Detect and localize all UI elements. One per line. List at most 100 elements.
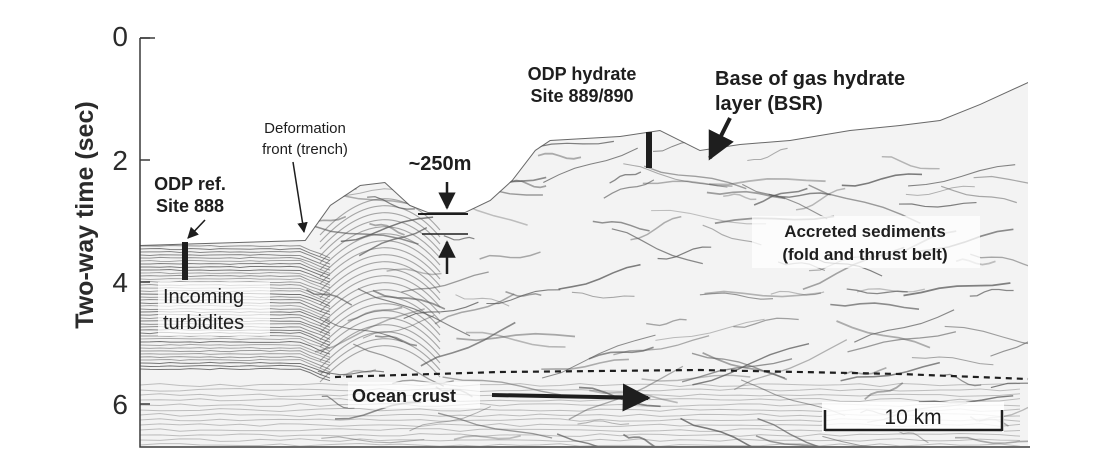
seismic-reflector — [830, 302, 920, 311]
seismic-reflector — [881, 155, 940, 170]
seismic-reflector — [847, 331, 957, 353]
seismic-reflector — [642, 180, 733, 187]
seismic-reflector — [319, 289, 441, 327]
seismic-reflector — [414, 185, 456, 194]
seismic-reflector — [455, 294, 510, 307]
seismic-reflector — [641, 374, 751, 382]
seismic-reflector — [680, 417, 761, 446]
ocean-crust-arrow — [491, 383, 651, 412]
seismic-reflector — [140, 256, 331, 271]
seismic-reflector — [856, 288, 925, 293]
seismic-reflector — [990, 319, 1028, 357]
seismic-reflector — [140, 269, 331, 283]
seismic-reflector — [319, 219, 441, 257]
seismic-reflector — [943, 373, 982, 387]
odp-ref-label-line2: Site 888 — [156, 196, 224, 216]
seismic-reflector — [319, 303, 441, 341]
seismic-reflector — [140, 277, 331, 292]
accreted-sediments-annotation: Accreted sediments (fold and thrust belt… — [752, 216, 980, 268]
seismic-reflector — [140, 347, 331, 361]
seismic-reflector — [140, 247, 331, 262]
seismic-reflector — [571, 291, 635, 299]
seismic-reflector — [699, 292, 774, 300]
seismic-reflector — [537, 152, 582, 160]
odp-ref-pointer-arrow — [187, 219, 206, 239]
seismic-reflector — [846, 288, 908, 295]
seismic-reflector — [140, 443, 1021, 446]
seismic-reflector — [770, 290, 825, 296]
turbidites-label-backdrop — [158, 282, 270, 336]
seismic-reflector — [733, 339, 848, 391]
seismic-reflector — [140, 262, 331, 276]
seismic-reflector — [140, 367, 331, 382]
seismic-reflector — [140, 244, 331, 259]
seismic-reflector — [140, 438, 1021, 442]
thickness-annotation: ~250m — [409, 153, 472, 274]
seismic-reflector — [704, 290, 821, 298]
seismic-reflector — [822, 435, 935, 446]
y-axis: 0 2 4 6 Two-way time (sec) — [71, 21, 150, 420]
seismic-reflector — [702, 352, 788, 381]
seismic-reflector — [140, 433, 1021, 437]
seismic-reflector — [140, 250, 331, 265]
odp-hydrate-site-annotation: ODP hydrate Site 889/890 — [528, 64, 652, 168]
seismic-reflector — [657, 246, 712, 260]
turbidites-annotation: Incoming turbidites — [158, 282, 270, 336]
seismic-reflector — [897, 430, 929, 444]
seismic-reflector — [319, 345, 441, 383]
seismic-reflector — [613, 335, 710, 356]
seismic-reflector — [140, 343, 331, 358]
seismic-reflector — [577, 420, 630, 426]
seismic-reflector — [970, 253, 1028, 269]
seismic-reflector — [306, 289, 353, 306]
seismic-reflector — [854, 309, 955, 343]
seismic-reflector — [486, 289, 561, 305]
seismic-reflector — [558, 263, 641, 290]
odp-ref-label-line1: ODP ref. — [154, 174, 226, 194]
seismic-reflector — [319, 254, 441, 292]
seismic-reflector — [864, 382, 904, 400]
accreted-label-line1: Accreted sediments — [784, 222, 946, 241]
turbidites-label-line2: turbidites — [163, 312, 244, 334]
thickness-label: ~250m — [409, 153, 472, 175]
seismic-reflector — [630, 215, 682, 241]
seismic-reflector — [611, 228, 703, 265]
seismic-reflector — [319, 317, 441, 355]
seismic-reflector — [505, 290, 542, 297]
seismic-reflector — [140, 271, 331, 286]
seismic-reflector — [140, 349, 331, 363]
odp-hydrate-label-line2: Site 889/890 — [530, 86, 633, 106]
y-axis-line — [139, 38, 1030, 448]
seismic-reflector — [319, 282, 441, 320]
seismic-reflector — [319, 324, 441, 362]
seismic-reflector — [310, 179, 357, 190]
seismic-reflector — [742, 183, 828, 220]
ocean-crust-annotation: Ocean crust — [334, 368, 1029, 412]
seismic-reflector — [409, 406, 491, 432]
seismic-reflector — [314, 308, 425, 353]
seismic-reflector — [747, 147, 788, 162]
odp-hydrate-borehole-marker — [646, 132, 652, 168]
seismic-reflector — [340, 216, 434, 243]
seismic-reflector — [319, 247, 441, 285]
seismic-reflector — [723, 193, 757, 201]
accreted-label-line2: (fold and thrust belt) — [782, 245, 947, 264]
seismic-reflector — [443, 235, 475, 241]
seismic-reflector — [140, 398, 1021, 402]
seismic-reflector — [757, 417, 856, 446]
seismic-reflector — [420, 321, 516, 367]
y-tick-label: 0 — [112, 21, 128, 52]
seismic-reflector — [709, 178, 826, 186]
seismic-reflector — [643, 165, 747, 190]
seismic-reflector — [367, 196, 415, 210]
seismic-reflector — [692, 343, 810, 386]
seismic-reflector — [319, 310, 441, 348]
seismic-reflector — [908, 164, 1016, 187]
seismic-reflector — [795, 187, 846, 211]
seismic-reflector — [609, 171, 642, 184]
seismic-reflector — [319, 240, 441, 278]
seismic-reflector — [733, 317, 799, 328]
seismic-reflector — [353, 343, 444, 387]
y-tick-label: 2 — [112, 145, 128, 176]
seismic-reflector — [702, 224, 762, 246]
